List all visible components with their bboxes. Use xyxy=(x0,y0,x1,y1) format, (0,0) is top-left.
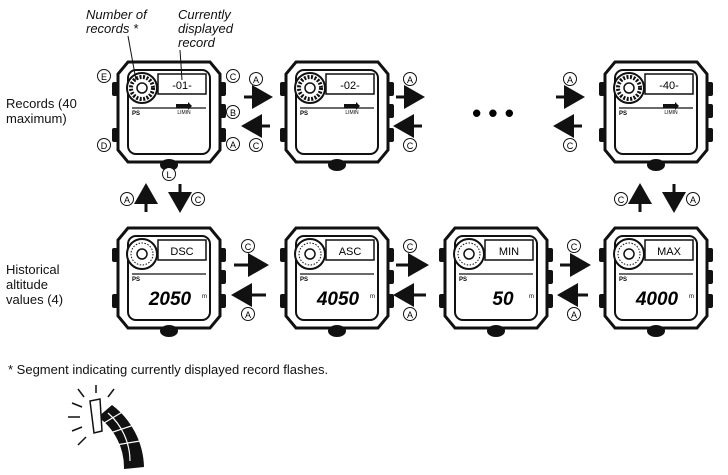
svg-text:C: C xyxy=(230,72,237,82)
svg-text:A: A xyxy=(571,310,577,320)
svg-text:A: A xyxy=(245,310,251,320)
arrow-label-c: C xyxy=(567,239,581,253)
button-label-b: B xyxy=(226,105,240,119)
svg-text:E: E xyxy=(101,72,107,82)
leader-currently-displayed xyxy=(179,49,183,81)
arrow-label-a: A xyxy=(120,192,134,206)
watch-top-text: MAX xyxy=(657,246,682,258)
svg-text:L: L xyxy=(166,170,171,180)
arrow-label-c: C xyxy=(191,192,205,206)
svg-text:D: D xyxy=(101,141,108,151)
arrow-label-c: C xyxy=(563,138,577,152)
watch-ps-text: PS xyxy=(619,277,627,283)
watch-history-dsc: DSC PS 2050 m xyxy=(112,226,226,337)
watch-value-text: 4050 xyxy=(316,289,360,310)
button-label-a-side: A xyxy=(226,137,240,151)
svg-text:C: C xyxy=(618,195,625,205)
watch-unit-text: m xyxy=(370,294,375,300)
svg-text:C: C xyxy=(195,195,202,205)
watch-unit-text: m xyxy=(202,294,207,300)
svg-text:C: C xyxy=(571,242,578,252)
watch-ps-text: PS xyxy=(619,111,627,117)
svg-text:B: B xyxy=(230,108,236,118)
watch-history-asc: ASC PS 4050 m xyxy=(280,226,394,337)
watch-unit-text: m xyxy=(529,294,534,300)
svg-text:C: C xyxy=(245,242,252,252)
svg-text:A: A xyxy=(124,195,130,205)
arrow-label-a: A xyxy=(686,192,700,206)
button-label-l: L xyxy=(162,167,176,181)
arrow-label-a: A xyxy=(241,307,255,321)
footnote: * Segment indicating currently displayed… xyxy=(8,362,329,377)
arrow-label-c: C xyxy=(403,138,417,152)
watch-ps-text: PS xyxy=(132,277,140,283)
watch-top-text: -40- xyxy=(659,80,679,92)
watch-top-text: -02- xyxy=(340,80,360,92)
watch-top-text: DSC xyxy=(170,246,193,258)
arrow-label-a: A xyxy=(563,72,577,86)
flashing-segment-illustration xyxy=(68,385,144,469)
watch-top-text: -01- xyxy=(172,80,192,92)
watch-record-40: -40- LIMIN PS xyxy=(599,60,713,171)
arrow-label-a: A xyxy=(567,307,581,321)
watch-sub-text: LIMIN xyxy=(664,110,678,116)
watch-unit-text: m xyxy=(689,294,694,300)
arrow-label-c: C xyxy=(403,239,417,253)
svg-text:A: A xyxy=(253,75,259,85)
arrow-label-c: C xyxy=(241,239,255,253)
button-label-c-top: C xyxy=(226,69,240,83)
watch-ps-text: PS xyxy=(132,111,140,117)
svg-text:A: A xyxy=(690,195,696,205)
row-label-records: Records (40 maximum) xyxy=(6,96,77,126)
svg-text:C: C xyxy=(407,242,414,252)
watch-history-max: MAX PS 4000 m xyxy=(599,226,713,337)
watch-sub-text: LIMIN xyxy=(345,110,359,116)
button-label-d: D xyxy=(97,138,111,152)
watch-value-text: 50 xyxy=(492,289,514,310)
annotation-number-of-records: Number of records * xyxy=(86,7,147,36)
annotation-currently-displayed-record: Currently displayed record xyxy=(178,7,233,50)
watch-top-text: MIN xyxy=(499,246,519,258)
watch-ps-text: PS xyxy=(300,277,308,283)
watch-top-text: ASC xyxy=(339,246,362,258)
svg-text:C: C xyxy=(253,141,260,151)
svg-text:C: C xyxy=(407,141,414,151)
button-label-e: E xyxy=(97,69,111,83)
arrow-label-a: A xyxy=(249,72,263,86)
watch-sub-text: LIMIN xyxy=(177,110,191,116)
leader-number-of-records xyxy=(127,35,137,81)
arrow-label-c: C xyxy=(249,138,263,152)
ellipsis-dots: • • • xyxy=(472,98,514,128)
watch-value-text: 2050 xyxy=(148,289,192,310)
arrow-label-c: C xyxy=(614,192,628,206)
svg-text:A: A xyxy=(567,75,573,85)
watch-record-02: -02- LIMIN PS xyxy=(280,60,394,171)
arrow-label-a: A xyxy=(403,307,417,321)
watch-record-01: -01- LIMIN PS xyxy=(112,60,226,171)
svg-text:A: A xyxy=(407,310,413,320)
watch-ps-text: PS xyxy=(459,277,467,283)
row-label-historical: Historical altitude values (4) xyxy=(6,262,64,307)
arrow-label-a: A xyxy=(403,72,417,86)
watch-history-min: MIN PS 50 m xyxy=(439,226,553,337)
svg-text:A: A xyxy=(230,140,236,150)
svg-text:A: A xyxy=(407,75,413,85)
svg-text:C: C xyxy=(567,141,574,151)
watch-ps-text: PS xyxy=(300,111,308,117)
watch-value-text: 4000 xyxy=(635,289,679,310)
